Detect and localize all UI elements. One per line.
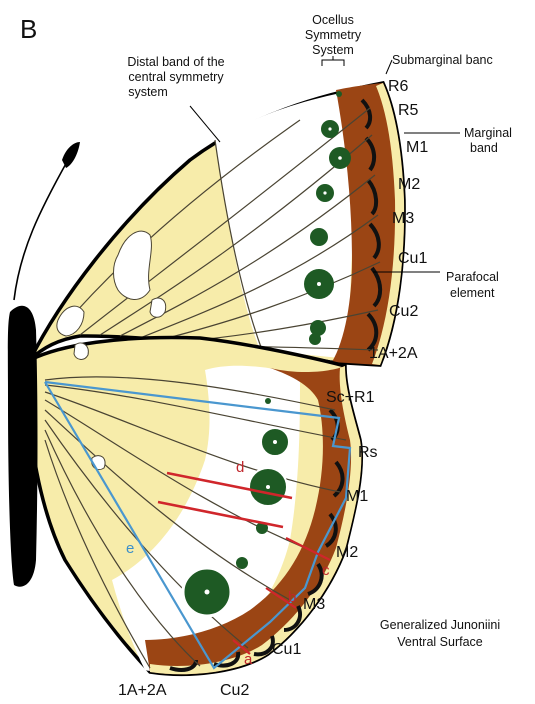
antenna-club [62, 142, 80, 168]
antenna [14, 160, 68, 300]
fw-vein-cu2: Cu2 [389, 303, 418, 320]
thorax-abdomen [8, 306, 38, 587]
forewing [30, 83, 404, 365]
caption: Generalized Junoniini Ventral Surface [380, 618, 500, 649]
label-distal-3: system [128, 85, 168, 99]
hw-vein-m1: M1 [346, 488, 368, 505]
label-marginal-1: Marginal [464, 126, 512, 140]
hw-vein-rs: Rs [358, 444, 378, 461]
hw-vein-m2: M2 [336, 544, 358, 561]
measure-label-e: e [126, 540, 134, 557]
measure-label-a: a [244, 651, 253, 668]
measure-label-c: c [322, 562, 330, 579]
label-submarginal: Submarginal banc [392, 53, 493, 67]
ocellus-sc-r1 [265, 398, 271, 404]
hw-vein-cu1: Cu1 [272, 641, 301, 658]
hindwing [30, 337, 361, 674]
hw-vein-m3: M3 [303, 596, 325, 613]
hw-vein-sc-r1: Sc+R1 [326, 389, 375, 406]
fw-vein-1a2a: 1A+2A [369, 345, 418, 362]
panel-letter: B [20, 14, 37, 44]
hw-vein-1a2a: 1A+2A [118, 682, 167, 699]
measure-label-d: d [236, 459, 244, 476]
label-ocellus-2: Symmetry [305, 28, 362, 42]
label-ocellus-1: Ocellus [312, 13, 354, 27]
label-distal-2: central symmetry [128, 70, 224, 84]
fw-vein-r5: R5 [398, 102, 419, 119]
label-marginal-2: band [470, 141, 498, 155]
caption-line-2: Ventral Surface [397, 635, 483, 649]
label-distal-1: Distal band of the [127, 55, 224, 69]
ocellus-r6 [336, 91, 342, 97]
fw-vein-cu1: Cu1 [398, 250, 427, 267]
label-parafocal-1: Parafocal [446, 270, 499, 284]
fw-vein-m3: M3 [392, 210, 414, 227]
hindwing-cell-patch [74, 343, 88, 359]
fw-vein-m1: M1 [406, 139, 428, 156]
caption-line-1: Generalized Junoniini [380, 618, 500, 632]
ocellus-m3 [310, 228, 328, 246]
label-ocellus-3: System [312, 43, 354, 57]
label-parafocal-2: element [450, 286, 495, 300]
fw-vein-r6: R6 [388, 78, 409, 95]
measure-label-b: b [288, 589, 296, 606]
hw-vein-cu2: Cu2 [220, 682, 249, 699]
ocellus-cu2b [309, 333, 321, 345]
ocellus-m3-hw [236, 557, 248, 569]
forewing-cell-patch-3 [150, 298, 166, 317]
fw-vein-m2: M2 [398, 176, 420, 193]
